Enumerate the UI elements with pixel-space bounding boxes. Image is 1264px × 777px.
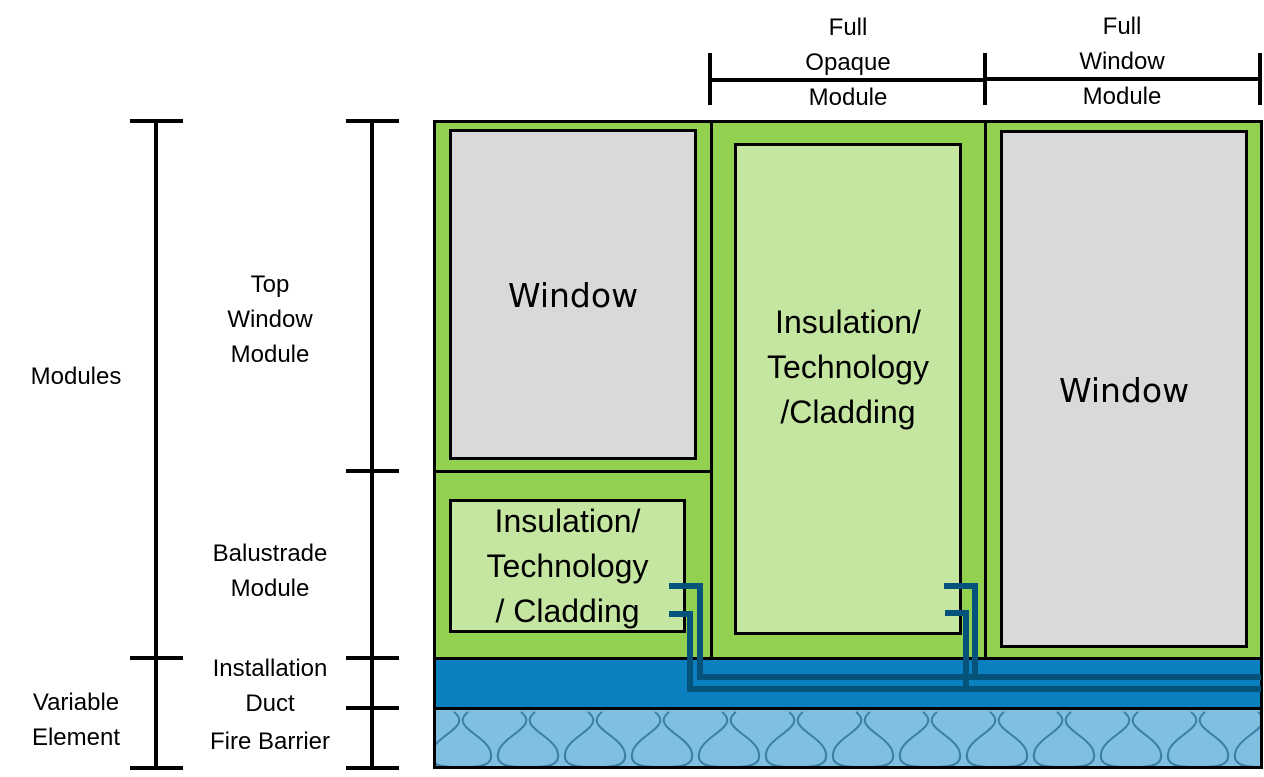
fire-barrier xyxy=(433,707,1263,769)
submodules-bracket-bottom-tick xyxy=(346,766,399,770)
installation-duct xyxy=(433,657,1263,710)
variable-element-label: Variable Element xyxy=(31,689,121,751)
window-bracket-bar xyxy=(985,77,1261,81)
top-window-module-label: Top Window Module xyxy=(227,271,313,368)
balustrade-insulation-label: Insulation/ Technology / Cladding xyxy=(486,502,649,629)
submodules-bracket-tick-2 xyxy=(346,469,399,473)
full-window-module-label: Full Window Module xyxy=(1079,13,1165,110)
modules-bracket-top-tick xyxy=(130,119,183,123)
modules-bracket-vertical xyxy=(154,120,158,769)
modules-label: Modules xyxy=(30,363,122,390)
submodules-bracket-tick-4 xyxy=(346,706,399,710)
fire-barrier-wave xyxy=(697,711,761,766)
opaque-insulation-panel xyxy=(734,143,962,635)
fire-barrier-wave xyxy=(831,711,895,766)
window-bracket-right-tick xyxy=(1258,53,1262,105)
fire-barrier-wave xyxy=(764,711,828,766)
fire-barrier-wave xyxy=(630,711,694,766)
submodules-bracket-top-tick xyxy=(346,119,399,123)
fire-barrier-wave xyxy=(1166,711,1230,766)
modules-bracket-mid-tick xyxy=(130,656,183,660)
fire-barrier-wave xyxy=(563,711,627,766)
fire-barrier-wave xyxy=(1032,711,1096,766)
right-window-pane xyxy=(1000,130,1248,648)
right-window-label: Window xyxy=(1058,370,1190,410)
submodules-bracket-vertical xyxy=(370,120,374,769)
fire-barrier-label: Fire Barrier xyxy=(209,728,330,755)
left-window-pane xyxy=(449,129,697,460)
fire-barrier-wave xyxy=(965,711,1029,766)
modules-bracket-bottom-tick xyxy=(130,766,183,770)
left-window-label: Window xyxy=(507,276,639,315)
balustrade-insulation-panel xyxy=(449,499,686,633)
submodules-bracket-tick-3 xyxy=(346,656,399,660)
balustrade-module-label: Balustrade Module xyxy=(212,540,328,602)
opaque-insulation-label: Insulation/ Technology /Cladding xyxy=(767,303,929,430)
fire-barrier-wave xyxy=(898,711,962,766)
installation-duct-label: Installation Duct xyxy=(212,655,328,717)
fire-barrier-wave xyxy=(436,711,493,766)
full-opaque-module-label: Full Opaque Module xyxy=(805,14,891,111)
fire-barrier-wave xyxy=(1099,711,1163,766)
fire-barrier-pattern xyxy=(436,711,1260,766)
fire-barrier-wave xyxy=(1233,711,1260,766)
opaque-bracket-bar xyxy=(708,78,985,82)
fire-barrier-wave xyxy=(496,711,560,766)
